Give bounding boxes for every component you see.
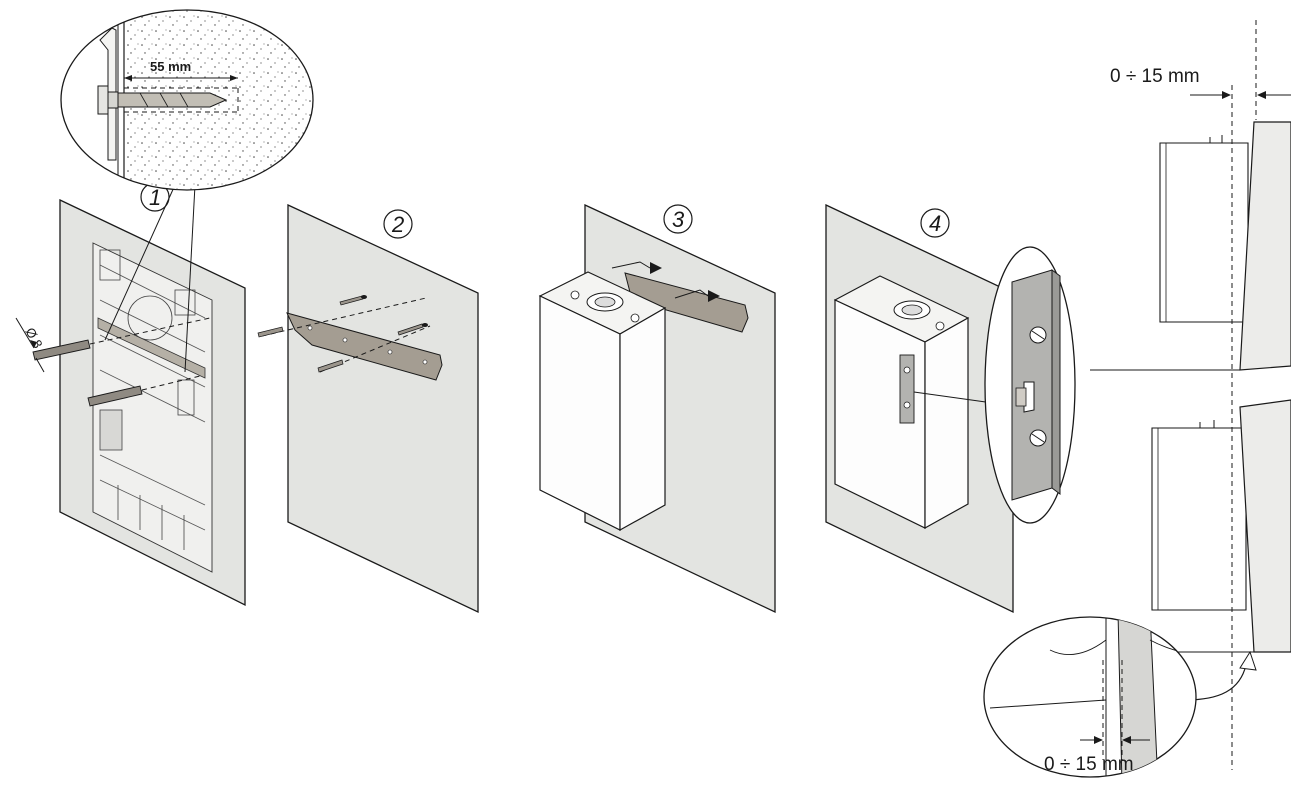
step-1-marker: 1 — [140, 182, 170, 212]
step-2-marker: 2 — [383, 209, 413, 239]
drill-diameter-dimension: Ø 8 — [15, 317, 46, 373]
step-3-panel: 3 — [538, 203, 776, 614]
callout-line-right — [184, 184, 196, 373]
step-3-number: 3 — [672, 207, 685, 232]
side-profile-view: 0 ÷ 15 mm — [1090, 20, 1291, 770]
boiler-profile-lower — [1151, 420, 1247, 611]
mounting-bracket — [286, 312, 443, 381]
anchor-depth-label: 55 mm — [150, 59, 191, 74]
top-gap-dimension: 0 ÷ 15 mm — [1110, 66, 1291, 99]
step-4-number: 4 — [929, 211, 941, 236]
boiler-step-4 — [833, 275, 970, 530]
wall-anchor-lower — [87, 375, 201, 407]
step-2-number: 2 — [391, 212, 404, 237]
step-1-panel: Ø 8 1 — [15, 182, 246, 607]
step-4-marker: 4 — [920, 208, 950, 238]
boiler-step-3 — [538, 271, 667, 532]
wall-profile-upper — [1239, 121, 1291, 371]
wall-anchor-upper — [32, 317, 211, 361]
boiler-profile-upper — [1159, 135, 1249, 323]
paper-template — [92, 242, 213, 573]
step-1-number: 1 — [149, 185, 161, 210]
bracket-clip-detail — [984, 246, 1076, 524]
anchor-depth-detail: 55 mm — [60, 9, 314, 191]
drill-diameter-label: Ø 8 — [23, 325, 46, 351]
bracket-screws — [257, 295, 431, 373]
bottom-gap-detail: 0 ÷ 15 mm — [983, 616, 1197, 778]
bottom-gap-label: 0 ÷ 15 mm — [1044, 754, 1134, 775]
top-gap-label: 0 ÷ 15 mm — [1110, 66, 1200, 87]
wall-profile-lower — [1239, 399, 1291, 653]
wall-panel-2 — [287, 203, 479, 614]
step-4-panel: 4 — [825, 203, 1014, 614]
step-2-panel: 2 — [257, 203, 479, 614]
callout-line-left — [104, 184, 176, 341]
step-3-marker: 3 — [663, 204, 693, 234]
